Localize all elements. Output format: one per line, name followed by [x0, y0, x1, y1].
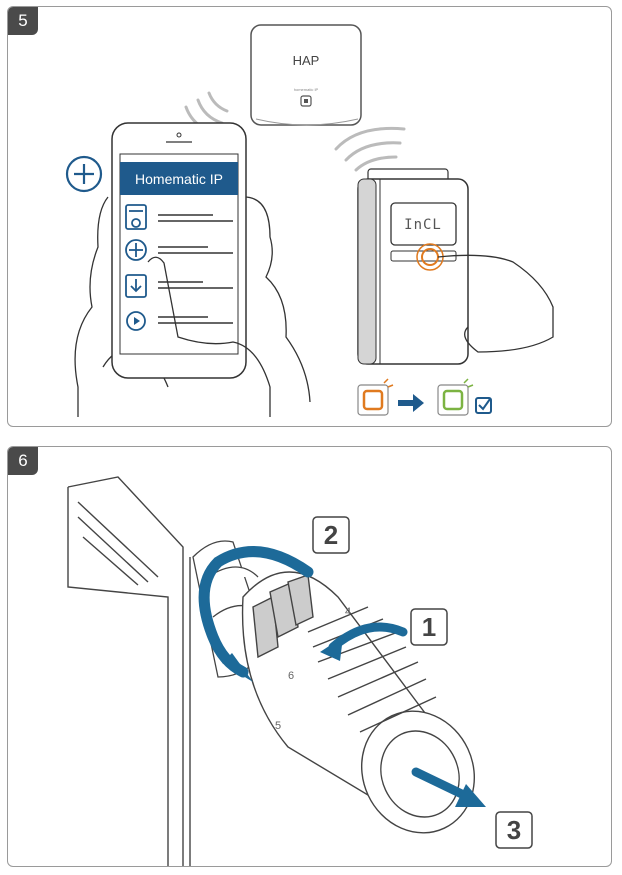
hap-label: HAP [293, 53, 320, 68]
step-6-illustration: 4 6 5 2 1 3 [67, 476, 533, 866]
app-title: Homematic IP [135, 171, 223, 187]
callout-1: 1 [410, 608, 448, 646]
rotate-arrow-2-icon [198, 546, 314, 678]
display-text: InCL [404, 217, 442, 233]
step-number-badge: 5 [8, 7, 38, 35]
dial-scale: 4 6 5 [275, 606, 351, 732]
radiator [67, 476, 191, 866]
svg-text:3: 3 [507, 815, 521, 845]
dial-mark-4: 4 [345, 606, 351, 618]
callout-2: 2 [312, 516, 350, 554]
radiator-thermostat: InCL [357, 168, 469, 365]
checkbox-checked-icon [475, 397, 492, 414]
callout-3: 3 [495, 811, 533, 849]
green-led-icon [442, 389, 464, 411]
menu-item-settings-icon [126, 311, 146, 331]
menu-item-device-icon [125, 204, 147, 230]
svg-text:2: 2 [324, 520, 338, 550]
pointing-finger [147, 256, 271, 417]
svg-text:1: 1 [422, 612, 436, 642]
menu-item-download-icon [125, 274, 147, 298]
arrow-right-icon [398, 394, 424, 412]
step-5-panel: 5 HAP homematic IP [7, 6, 612, 427]
wifi-waves-icon [334, 126, 406, 172]
pull-arrow-3-icon [411, 767, 473, 802]
pressing-finger [437, 254, 554, 353]
smartphone: Homematic IP [111, 122, 247, 379]
orange-led-icon [362, 389, 384, 411]
add-plus-icon [65, 155, 103, 193]
dial-mark-6: 6 [288, 670, 294, 682]
step-6-panel: 6 4 6 5 [7, 446, 612, 867]
led-status-legend [357, 378, 492, 416]
hap-brand-text: homematic IP [294, 87, 319, 92]
dial-mark-5: 5 [275, 720, 281, 732]
app-title-bar [120, 162, 238, 195]
step-5-illustration: HAP homematic IP [65, 24, 554, 417]
step-number-badge: 6 [8, 447, 38, 475]
thermostat-head [241, 571, 476, 834]
access-point-device: HAP homematic IP [250, 24, 362, 126]
menu-item-add-icon [125, 239, 147, 261]
